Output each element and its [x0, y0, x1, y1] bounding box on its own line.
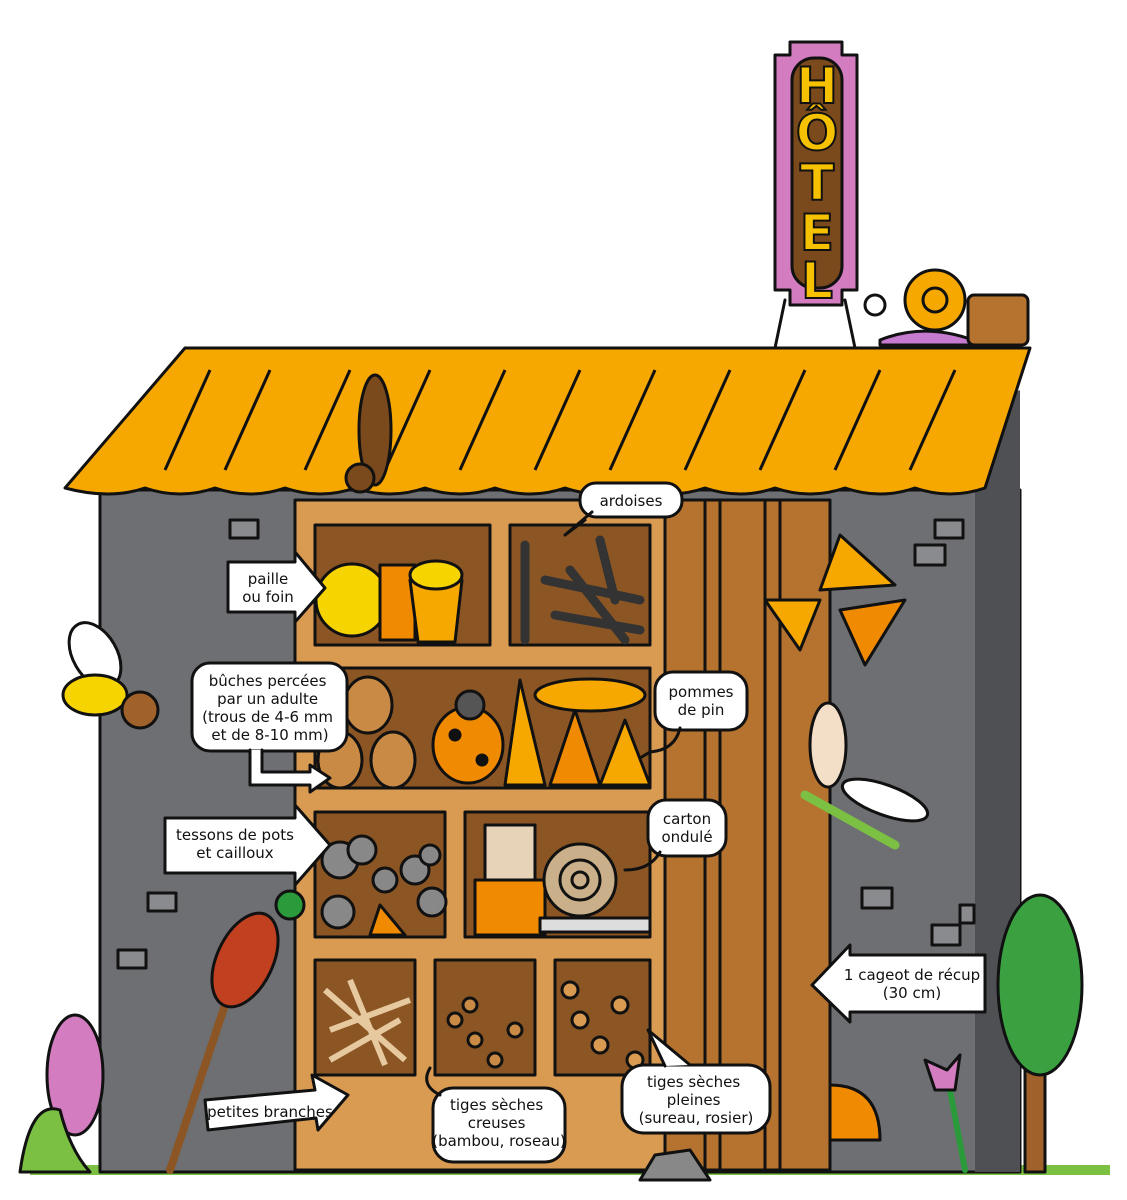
- slates: [520, 535, 645, 645]
- label-text: de pin: [678, 701, 725, 719]
- label-text: (30 cm): [883, 984, 941, 1002]
- sign-letter: H: [796, 57, 838, 115]
- pebbles: [320, 834, 448, 937]
- sign-letter: Ô: [796, 103, 839, 162]
- label-text: ou foin: [242, 588, 294, 606]
- label-text: bûches percées: [209, 672, 327, 690]
- label-text: tiges sèches: [647, 1073, 740, 1091]
- label-petites-branches: petites branches: [203, 1073, 350, 1132]
- beetle: [166, 889, 306, 1174]
- straw: [314, 559, 464, 644]
- label-text: ondulé: [661, 828, 712, 846]
- label-text: pommes: [669, 683, 734, 701]
- label-text: carton: [663, 810, 711, 828]
- label-tiges-pleines: tiges sèches pleines (sureau, rosier): [620, 1028, 772, 1135]
- roof-lines: [163, 369, 957, 471]
- label-ardoises: ardoises: [563, 481, 684, 537]
- solid-stems: [560, 980, 645, 1070]
- label-text: pleines: [667, 1091, 721, 1109]
- label-text: petites branches: [207, 1103, 333, 1121]
- label-text: 1 cageot de récup: [844, 966, 980, 984]
- tulip: [923, 1053, 968, 1173]
- label-cageot: 1 cageot de récup(30 cm): [810, 943, 987, 1024]
- label-text: creuses: [468, 1114, 526, 1132]
- wall-bricks: [116, 518, 976, 970]
- snail: [863, 268, 987, 347]
- bee: [61, 621, 160, 730]
- drilled-logs: [316, 675, 417, 790]
- svg-text:tiges sèches pleines: tiges sèches pleines (sureau, rosier): [639, 1073, 754, 1127]
- label-text: et cailloux: [196, 844, 274, 862]
- label-text: et de 8-10 mm): [211, 726, 328, 744]
- earwig: [344, 373, 393, 494]
- sign-letter: E: [800, 204, 834, 262]
- lupin-plant: [18, 1013, 105, 1174]
- label-text: tiges sèches: [450, 1096, 543, 1114]
- suitcase: [966, 293, 1030, 347]
- label-tiges-creuses: tiges sèches creuses (bambou, roseau): [425, 1066, 567, 1164]
- hedgehog-nest: [828, 1083, 882, 1142]
- ladybug: [431, 689, 505, 785]
- rock: [638, 1148, 712, 1182]
- label-text: ardoises: [600, 492, 663, 510]
- tree: [996, 893, 1084, 1174]
- label-text: (trous de 4-6 mm: [202, 708, 333, 726]
- label-text: tessons de pots: [176, 826, 294, 844]
- label-text: (bambou, roseau): [432, 1132, 566, 1150]
- butterfly: [763, 533, 907, 667]
- svg-text:1 cageot de récup(30 cm): 1 cageot de récup(30 cm): [844, 966, 980, 1002]
- pine-cones: [503, 677, 652, 787]
- label-text: par un adulte: [217, 690, 318, 708]
- hollow-stems: [446, 996, 524, 1069]
- hotel-sign: H Ô T E L: [773, 40, 859, 350]
- sign-letter: T: [800, 154, 834, 212]
- dragonfly: [800, 701, 930, 850]
- label-text: (sureau, rosier): [639, 1109, 754, 1127]
- corrugated-cardboard: [473, 823, 652, 937]
- label-text: paille: [248, 570, 288, 588]
- label-buches: bûches percées par un adulte (trous de 4…: [190, 661, 349, 794]
- svg-text:tiges sèches creuses: tiges sèches creuses (bambou, roseau): [432, 1096, 566, 1150]
- roof: [63, 346, 1032, 496]
- small-branches: [323, 978, 412, 1067]
- svg-text:bûches percées par un ad: bûches percées par un adulte (trous de 4…: [202, 672, 338, 744]
- sign-letter: L: [801, 252, 833, 310]
